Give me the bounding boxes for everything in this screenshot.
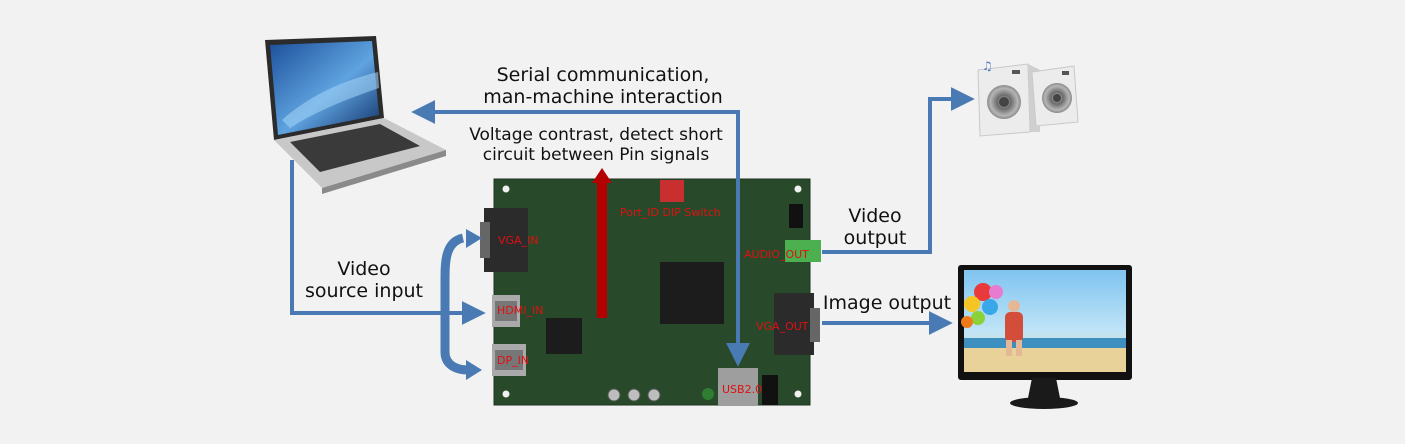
connection-arrows bbox=[290, 87, 975, 367]
video-output-arrow bbox=[822, 87, 975, 254]
vga-out-label: VGA_OUT bbox=[756, 320, 809, 333]
serial-label: Serial communication, man-machine intera… bbox=[472, 64, 734, 108]
video-output-line1: Video bbox=[848, 205, 902, 227]
input-brace-arrow bbox=[440, 229, 482, 380]
dp-in-label: DP_IN bbox=[497, 354, 530, 367]
image-output-label: Image output bbox=[822, 292, 952, 314]
monitor-icon bbox=[958, 265, 1132, 409]
serial-label-line1: Serial communication, bbox=[496, 64, 710, 86]
video-output-label: Video output bbox=[833, 205, 917, 249]
usb-label: USB2.0 bbox=[722, 383, 763, 396]
video-source-arrow bbox=[290, 160, 486, 325]
voltage-label-line2: circuit between Pin signals bbox=[482, 145, 710, 165]
serial-arrow bbox=[411, 100, 750, 367]
serial-label-line2: man-machine interaction bbox=[483, 86, 723, 108]
port-id-label: Port_ID DIP Switch bbox=[620, 206, 721, 219]
vga-in-label: VGA_IN bbox=[498, 234, 539, 247]
video-output-line2: output bbox=[843, 227, 907, 249]
hdmi-in-label: HDMI_IN bbox=[497, 304, 544, 317]
voltage-label-line1: Voltage contrast, detect short bbox=[469, 125, 723, 145]
laptop-icon bbox=[265, 36, 446, 194]
voltage-label: Voltage contrast, detect short circuit b… bbox=[455, 125, 737, 165]
speakers-icon: ♫ bbox=[977, 59, 1079, 137]
audio-out-label: AUDIO_OUT bbox=[744, 248, 809, 261]
svg-text:♫: ♫ bbox=[982, 59, 993, 73]
video-source-label: Video source input bbox=[300, 258, 428, 302]
video-source-line2: source input bbox=[304, 280, 423, 302]
video-source-line1: Video bbox=[337, 258, 391, 280]
